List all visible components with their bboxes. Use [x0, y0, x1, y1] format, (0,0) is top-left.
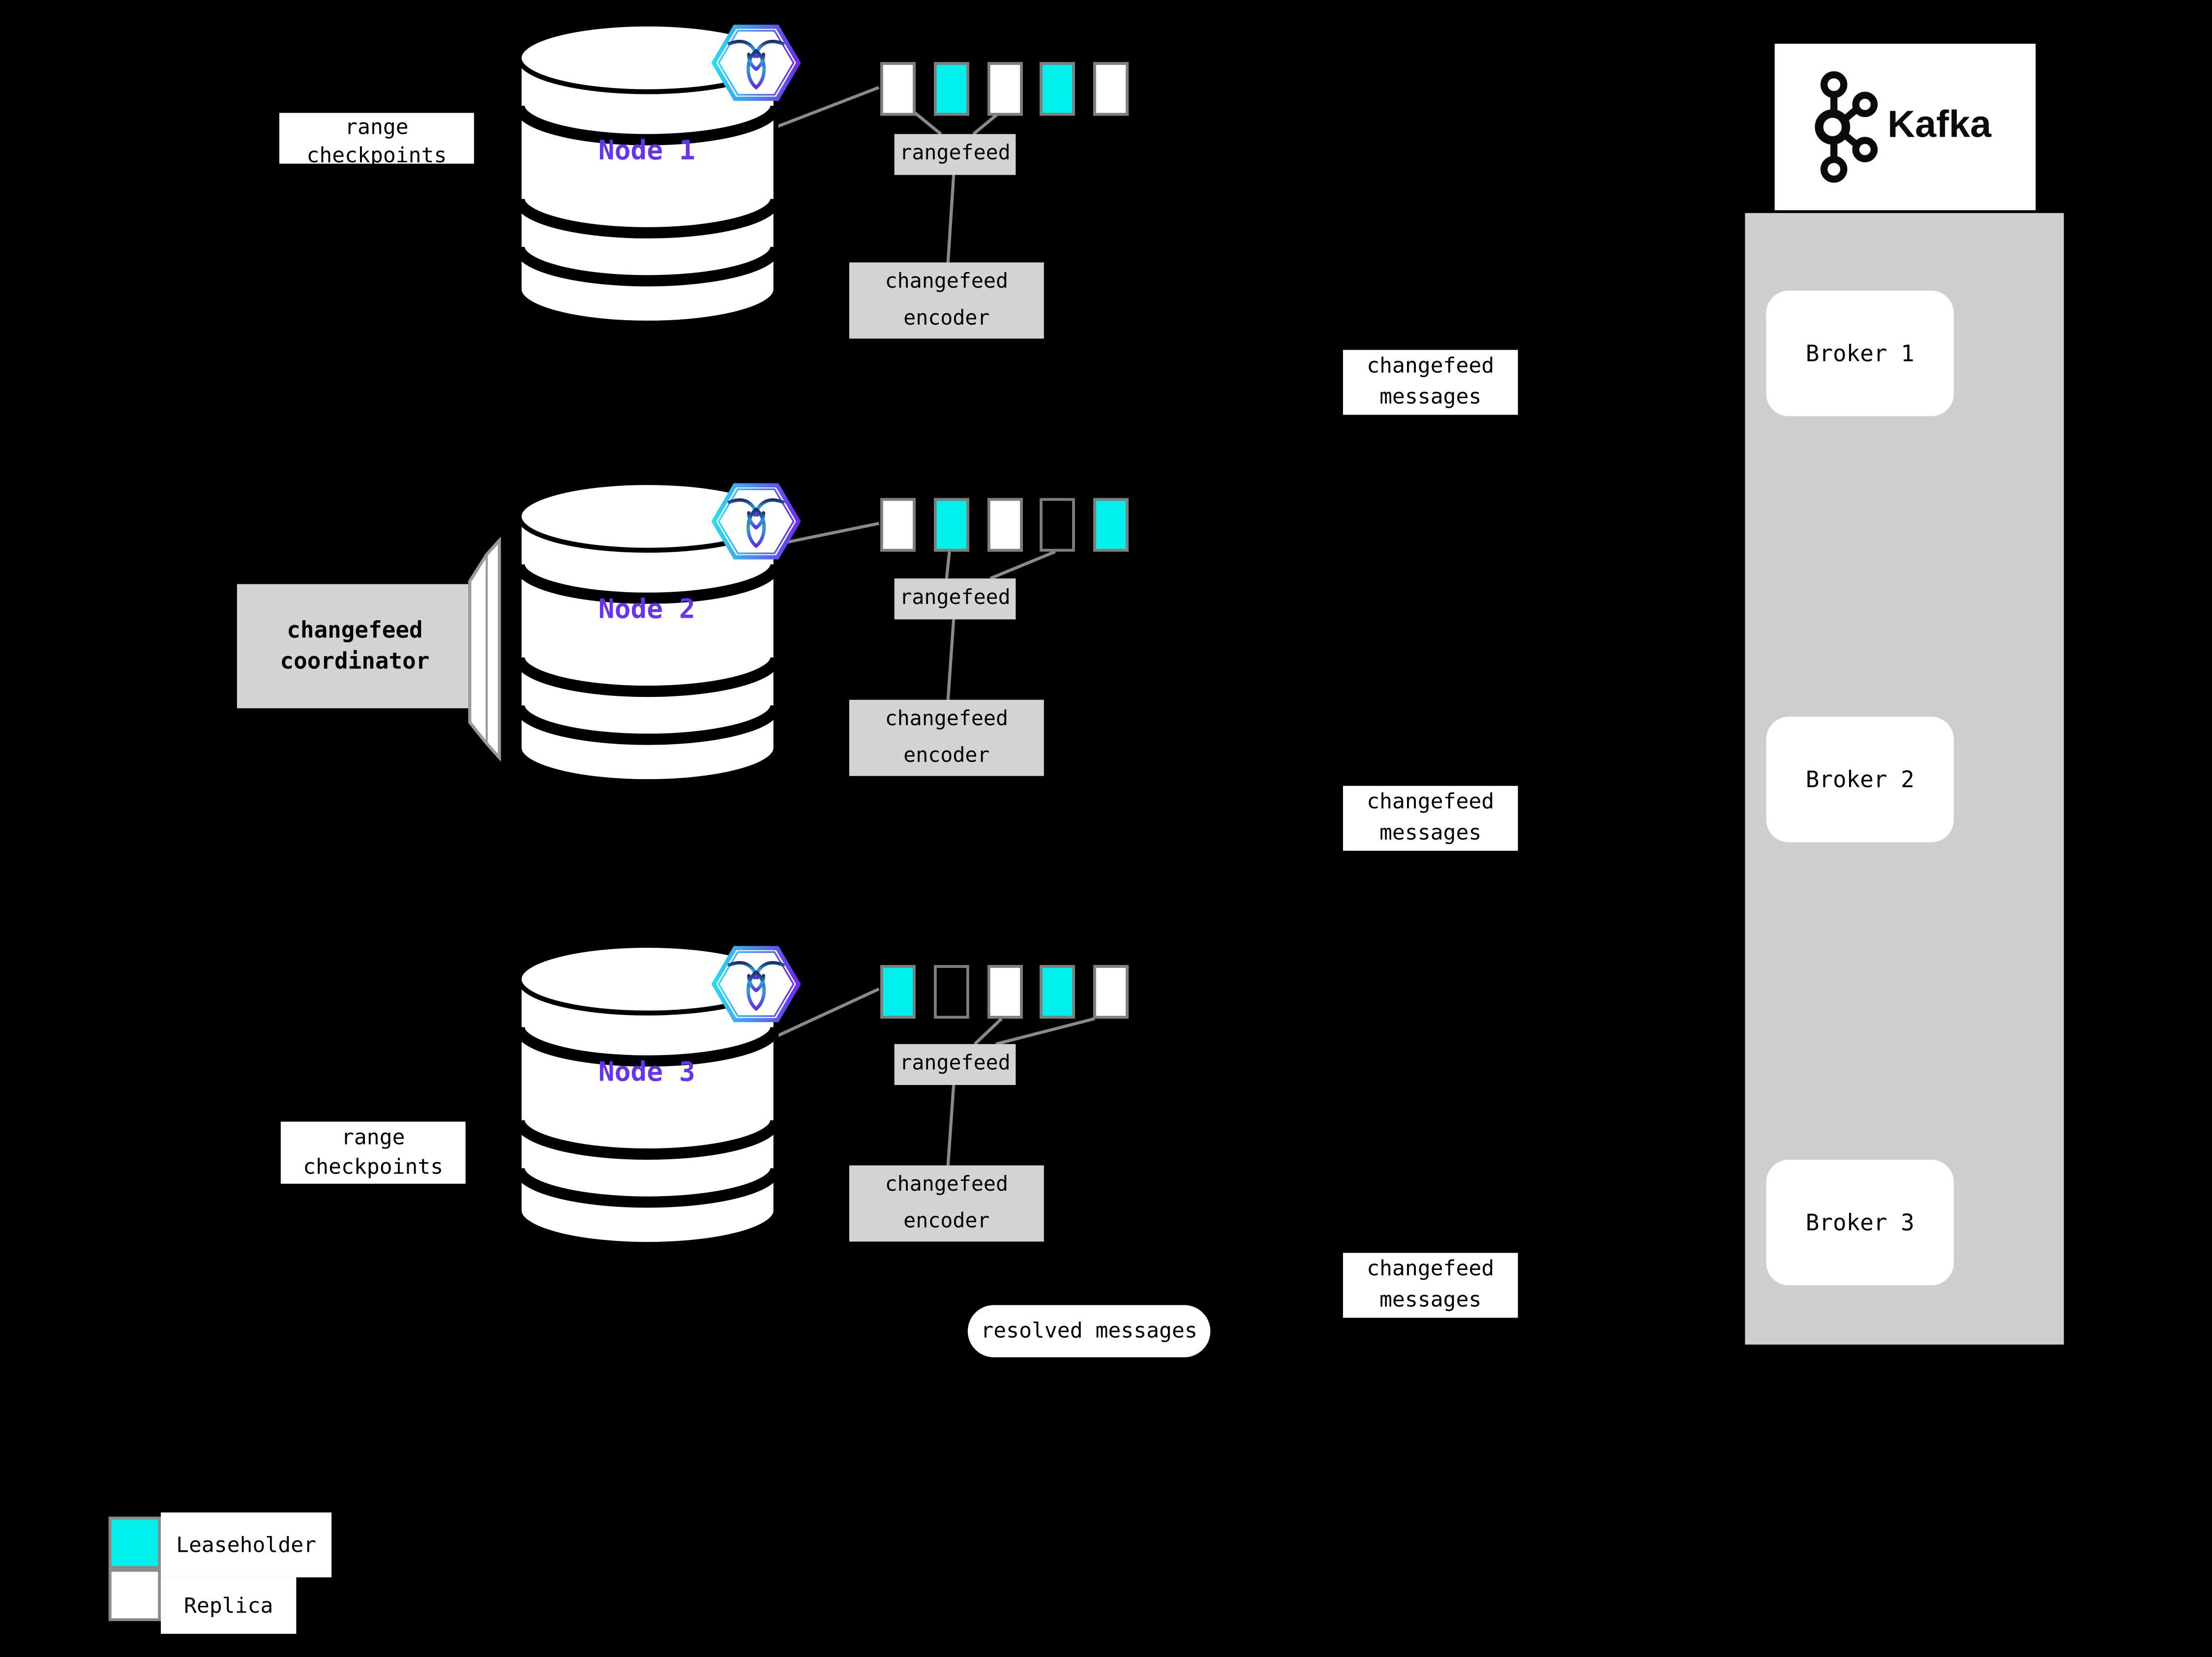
node2-changefeed-encoder-box: changefeed encoder [849, 699, 1044, 776]
node3-range-2 [933, 965, 969, 1019]
node3-range-1 [880, 965, 916, 1019]
node2-range-1 [880, 498, 916, 552]
range-checkpoints-label-top: range checkpoints [279, 113, 474, 164]
resolved-messages-pill: resolved messages [967, 1305, 1211, 1357]
cockroachdb-icon [711, 483, 801, 560]
legend-replica-swatch [108, 1568, 161, 1622]
node1-rangefeed-box: rangefeed [894, 134, 1016, 175]
node2-rangefeed-box: rangefeed [894, 578, 1016, 620]
coordinator-flag-shape [468, 537, 501, 762]
node1-changefeed-encoder-box: changefeed encoder [849, 262, 1044, 339]
node3-rangefeed-box: rangefeed [894, 1044, 1016, 1085]
node2-database-cylinder [516, 480, 779, 784]
node1-range-2 [933, 62, 969, 116]
range-checkpoints-label-bottom: range checkpoints [280, 1121, 466, 1184]
node1-label: Node 1 [598, 135, 695, 167]
legend-replica-label: Replica [161, 1577, 297, 1634]
node3-changefeed-encoder-box: changefeed encoder [849, 1165, 1044, 1242]
kafka-wordmark: Kafka [1887, 103, 1992, 146]
node2-range-3 [986, 498, 1022, 552]
node2-range-2 [933, 498, 969, 552]
node3-label: Node 3 [598, 1056, 695, 1088]
node3-range-3 [986, 965, 1022, 1019]
node3-range-4 [1040, 965, 1076, 1019]
node1-range-4 [1040, 62, 1076, 116]
legend-leaseholder-swatch [108, 1516, 161, 1569]
kafka-brokers-container: Broker 1 Broker 2 Broker 3 [1745, 213, 2064, 1345]
node1-range-1 [880, 62, 916, 116]
changefeed-messages-label-2: changefeed messages [1343, 785, 1518, 851]
legend-leaseholder-label: Leaseholder [161, 1512, 332, 1578]
kafka-broker-3: Broker 3 [1766, 1159, 1954, 1286]
changefeed-coordinator-box: changefeed coordinator [237, 584, 473, 709]
node2-range-4 [1040, 498, 1076, 552]
node1-database-cylinder [516, 21, 779, 326]
node3-database-cylinder [516, 942, 779, 1247]
cockroachdb-icon [711, 25, 801, 101]
node3-range-5 [1093, 965, 1129, 1019]
node1-range-3 [986, 62, 1022, 116]
kafka-logo-icon [1815, 71, 1878, 183]
kafka-broker-2: Broker 2 [1766, 717, 1954, 843]
kafka-header-box: Kafka [1774, 43, 2036, 211]
node1-range-5 [1093, 62, 1129, 116]
node2-range-5 [1093, 498, 1129, 552]
kafka-broker-1: Broker 1 [1766, 290, 1954, 417]
cockroachdb-icon [711, 946, 801, 1023]
changefeed-messages-label-3: changefeed messages [1343, 1253, 1518, 1318]
changefeed-messages-label-1: changefeed messages [1343, 350, 1518, 415]
node2-label: Node 2 [598, 594, 695, 625]
